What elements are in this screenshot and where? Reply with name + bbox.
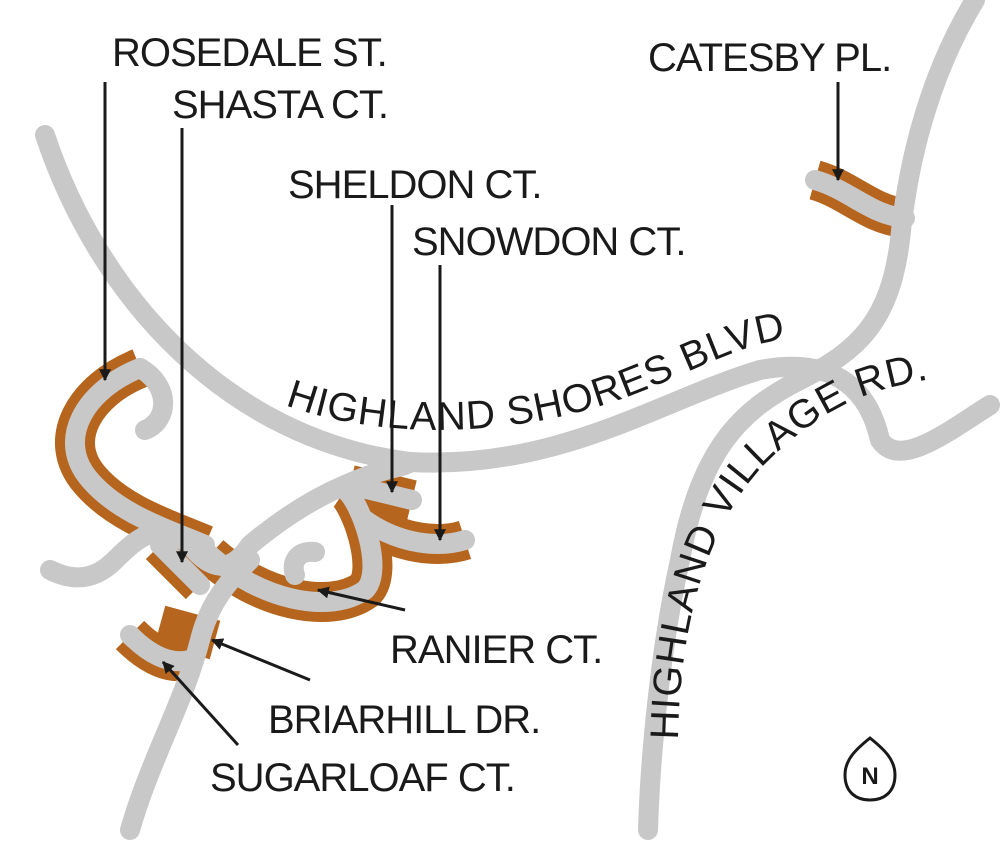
sugarloaf-ct-road: [120, 625, 200, 672]
highland-village-rd-road: [638, 0, 985, 840]
sugarloaf-pointer: [161, 660, 240, 747]
cul-de-sac-road: [283, 541, 325, 585]
shasta-ct-road: [150, 535, 210, 595]
north-arrow-icon: N: [843, 736, 897, 802]
label-pointers: [99, 82, 844, 747]
ranier-ct-label: RANIER CT.: [390, 628, 603, 672]
sugarloaf-ct-label: SUGARLOAF CT.: [210, 756, 516, 800]
briarhill-dr-label: BRIARHILL DR.: [268, 698, 541, 742]
snowdon-ct-label: SNOWDON CT.: [412, 220, 686, 264]
west-loop-road: [40, 522, 200, 588]
rosedale-st-label: ROSEDALE ST.: [112, 31, 388, 75]
road-network: [35, 0, 1000, 840]
ranier-pointer: [316, 586, 406, 612]
shasta-ct-label: SHASTA CT.: [172, 83, 389, 127]
sheldon-ct-road: [340, 475, 422, 510]
north-letter: N: [861, 763, 878, 790]
rosedale-branch-road: [130, 358, 174, 440]
catesby-pl-label: CATESBY PL.: [648, 36, 892, 80]
sheldon-ct-label: SHELDON CT.: [288, 163, 542, 207]
briarhill-pointer: [210, 638, 311, 682]
catesby-pl-road: [805, 170, 915, 228]
snowdon-ct-road: [355, 510, 475, 554]
